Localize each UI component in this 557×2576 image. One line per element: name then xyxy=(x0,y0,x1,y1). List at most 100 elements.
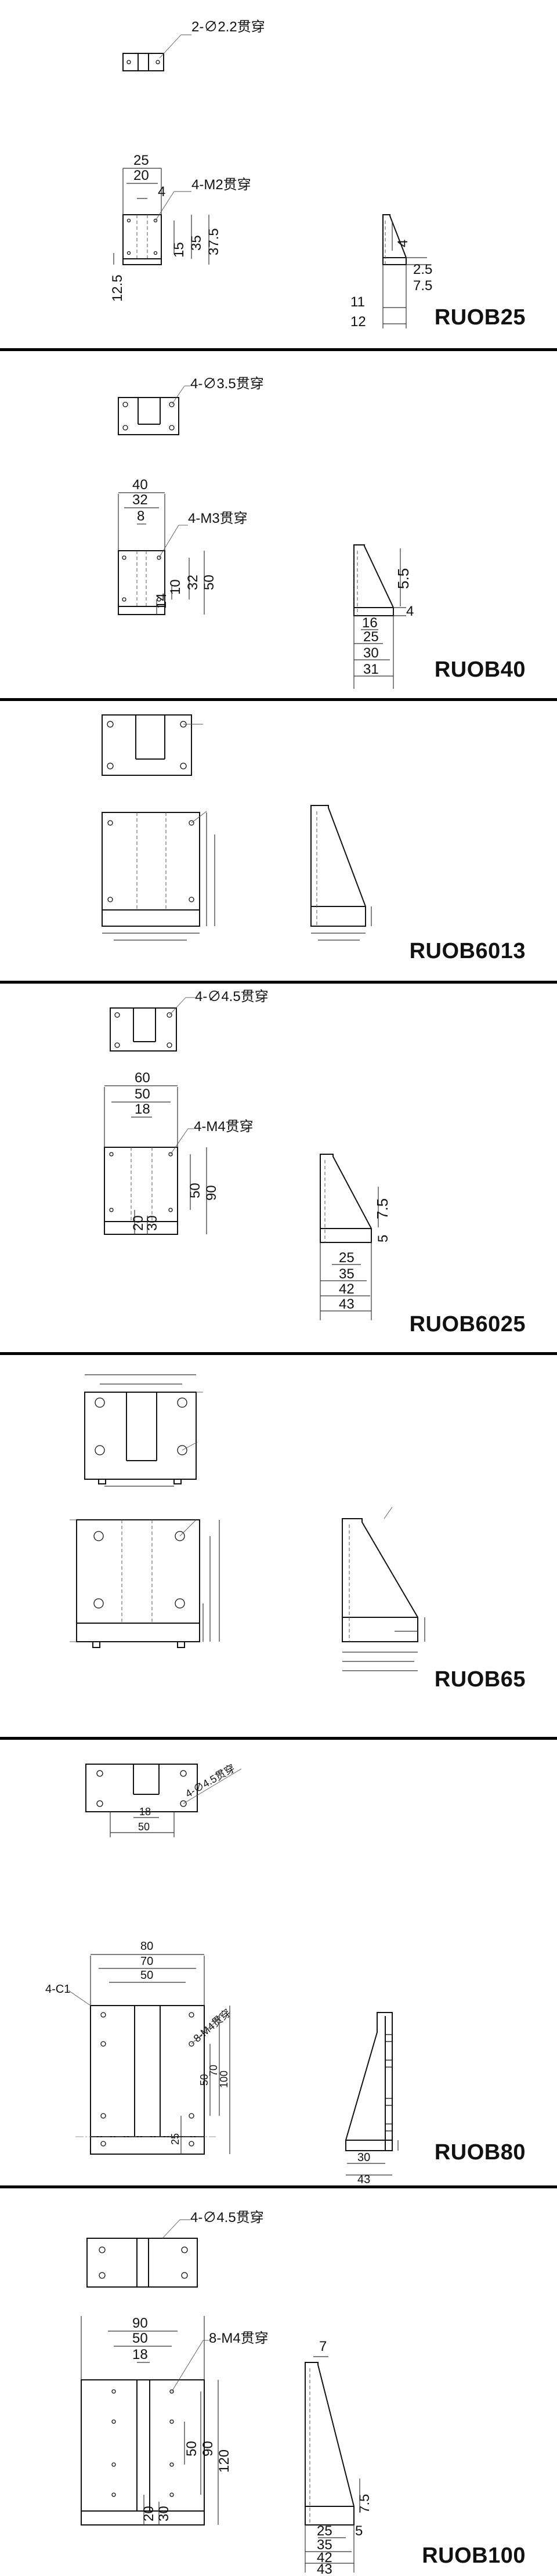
section-divider xyxy=(0,2185,557,2188)
ruob6025-dim-width: 60 xyxy=(135,1070,150,1086)
ruob40-side-dim-30: 30 xyxy=(363,645,379,661)
ruob100-front-view: 90 50 18 8-M4贯穿 50 90 120 20 30 xyxy=(81,2315,269,2526)
ruob65-side-view xyxy=(342,1506,425,1671)
ruob40-side-dim-25: 25 xyxy=(363,629,379,645)
ruob100-callout-holes: 4-∅4.5贯穿 xyxy=(190,2210,264,2225)
ruob40-callout-threads: 4-M3贯穿 xyxy=(188,511,248,526)
ruob80-top-dim-18: 18 xyxy=(139,1806,151,1818)
ruob6025-side-dim-25: 25 xyxy=(339,1250,355,1266)
ruob80-dim-v25: 25 xyxy=(169,2133,181,2145)
ruob80-top-view: 18 50 4-∅4.5贯穿 xyxy=(85,1762,242,1837)
ruob100-side-view: 7 7.5 25 5 35 42 43 xyxy=(305,2339,372,2576)
ruob6025-side-dim-42: 42 xyxy=(339,1281,355,1297)
ruob80-side-view: 30 43 xyxy=(345,2012,399,2186)
ruob25-dim-width: 25 xyxy=(133,153,149,168)
ruob80-top-dim-50: 50 xyxy=(138,1821,150,1833)
ruob40-top-view: 4-∅3.5贯穿 xyxy=(118,376,264,435)
ruob25-side-dim-2-5: 2.5 xyxy=(413,262,432,277)
ruob100-dim-v20: 20 xyxy=(141,2506,157,2521)
ruob25-side-view: 4 2.5 7.5 11 12 xyxy=(350,214,432,330)
ruob25-drawing: 2-∅2.2贯穿 25 20 4 xyxy=(110,19,432,330)
ruob100-side-dim-7: 7 xyxy=(319,2339,327,2354)
ruob100-dim-width: 90 xyxy=(132,2315,148,2331)
ruob80-side-dim-30: 30 xyxy=(357,2151,370,2164)
ruob40-front-view: 40 32 8 4-M3贯穿 10 32 50 14 xyxy=(118,477,248,615)
ruob6025-front-view: 60 50 18 4-M4贯穿 50 90 20 30 xyxy=(104,1070,254,1235)
ruob6025-side-dim-35: 35 xyxy=(339,1266,355,1282)
section-ruob25: 2-∅2.2贯穿 25 20 4 xyxy=(0,0,557,348)
ruob80-callout-holes: 4-∅4.5贯穿 xyxy=(183,1762,237,1800)
ruob25-front-view: 25 20 4 4-M2贯穿 15 35 37.5 12.5 xyxy=(110,153,251,302)
ruob100-dim-hole-pitch: 50 xyxy=(132,2331,148,2346)
ruob40-callout-holes: 4-∅3.5贯穿 xyxy=(190,376,264,392)
ruob25-dim-slot: 4 xyxy=(158,184,165,200)
ruob65-front-view xyxy=(70,1519,220,1648)
ruob100-side-dim-43: 43 xyxy=(317,2561,332,2576)
ruob80-dim-v50: 50 xyxy=(198,2074,210,2086)
ruob6013-top-view xyxy=(102,714,203,776)
section-ruob6013: RUOB6013 xyxy=(0,701,557,981)
ruob80-dim-70: 70 xyxy=(140,1955,153,1968)
section-ruob6025: 4-∅4.5贯穿 60 50 18 4 xyxy=(0,984,557,1352)
ruob6025-dim-slot: 18 xyxy=(135,1101,150,1117)
ruob40-side-view: 5.5 4 16 25 30 31 xyxy=(353,544,414,689)
ruob6025-drawing: 4-∅4.5贯穿 60 50 18 4 xyxy=(104,989,391,1320)
ruob6025-dim-90: 90 xyxy=(204,1185,219,1201)
ruob6025-dim-50: 50 xyxy=(187,1183,203,1198)
ruob6025-top-view: 4-∅4.5贯穿 xyxy=(110,989,269,1052)
ruob40-dim-slot: 8 xyxy=(137,508,144,524)
ruob65-drawing xyxy=(70,1374,425,1671)
ruob100-drawing: 4-∅4.5贯穿 90 50 xyxy=(81,2210,372,2576)
ruob100-side-dim-42: 42 xyxy=(317,2550,332,2566)
ruob80-callout-threads: 8-M4贯穿 xyxy=(191,2007,233,2044)
ruob65-top-view xyxy=(84,1374,203,1487)
ruob6025-callout-holes: 4-∅4.5贯穿 xyxy=(195,989,269,1005)
section-divider xyxy=(0,698,557,701)
ruob40-side-dim-31: 31 xyxy=(363,662,379,677)
ruob40-dim-32: 32 xyxy=(185,575,201,590)
ruob40-side-dim-4: 4 xyxy=(406,604,414,619)
ruob100-top-view: 4-∅4.5贯穿 xyxy=(86,2210,264,2288)
ruob25-dim-15: 15 xyxy=(171,242,187,258)
ruob100-side-dim-25: 25 xyxy=(317,2523,332,2539)
ruob100-dim-v120: 120 xyxy=(216,2449,232,2473)
ruob100-side-dim-5: 5 xyxy=(355,2523,363,2539)
ruob100-dim-v30: 30 xyxy=(156,2506,172,2521)
ruob80-dim-width: 80 xyxy=(140,1940,153,1953)
section-ruob40: 4-∅3.5贯穿 40 32 8 4- xyxy=(0,351,557,698)
ruob80-model-label: RUOB80 xyxy=(434,2140,526,2165)
ruob80-dim-v70: 70 xyxy=(208,2065,219,2076)
ruob65-model-label: RUOB65 xyxy=(434,1667,526,1692)
ruob100-callout-threads: 8-M4贯穿 xyxy=(209,2331,269,2346)
section-ruob65: RUOB65 xyxy=(0,1355,557,1737)
ruob80-side-dim-43: 43 xyxy=(357,2173,370,2186)
ruob25-callout-threads: 4-M2贯穿 xyxy=(191,177,251,193)
ruob100-side-dim-35: 35 xyxy=(317,2537,332,2553)
ruob6025-side-dim-43: 43 xyxy=(339,1296,355,1312)
ruob25-dim-37-5: 37.5 xyxy=(206,228,222,255)
ruob25-side-dim-4: 4 xyxy=(395,240,411,247)
ruob6025-callout-threads: 4-M4贯穿 xyxy=(194,1119,254,1135)
ruob40-dim-hole-pitch: 32 xyxy=(132,492,148,508)
ruob25-side-dim-11: 11 xyxy=(350,294,365,310)
ruob6025-dim-30: 30 xyxy=(144,1215,160,1231)
ruob25-side-dim-12: 12 xyxy=(350,314,366,330)
ruob40-side-dim-5-5: 5.5 xyxy=(395,568,412,589)
ruob40-dim-10: 10 xyxy=(168,579,183,595)
section-divider xyxy=(0,1352,557,1355)
ruob40-dim-width: 40 xyxy=(132,477,148,493)
section-divider xyxy=(0,348,557,351)
ruob6025-side-view: 7.5 5 25 35 42 43 xyxy=(320,1154,391,1320)
section-ruob100: 4-∅4.5贯穿 90 50 xyxy=(0,2188,557,2576)
ruob100-side-dim-7-5: 7.5 xyxy=(357,2494,372,2513)
ruob40-dim-14: 14 xyxy=(154,593,169,609)
ruob40-drawing: 4-∅3.5贯穿 40 32 8 4- xyxy=(118,376,414,689)
ruob80-front-view: 80 70 50 8-M4贯穿 4-C1 50 70 100 25 xyxy=(45,1940,233,2155)
ruob80-drawing: 18 50 4-∅4.5贯穿 xyxy=(45,1762,399,2186)
ruob100-dim-v50: 50 xyxy=(184,2441,200,2456)
ruob40-model-label: RUOB40 xyxy=(434,657,526,682)
ruob80-dim-v100: 100 xyxy=(218,2071,230,2088)
ruob100-model-label: RUOB100 xyxy=(422,2544,526,2568)
ruob6013-drawing xyxy=(102,714,372,941)
